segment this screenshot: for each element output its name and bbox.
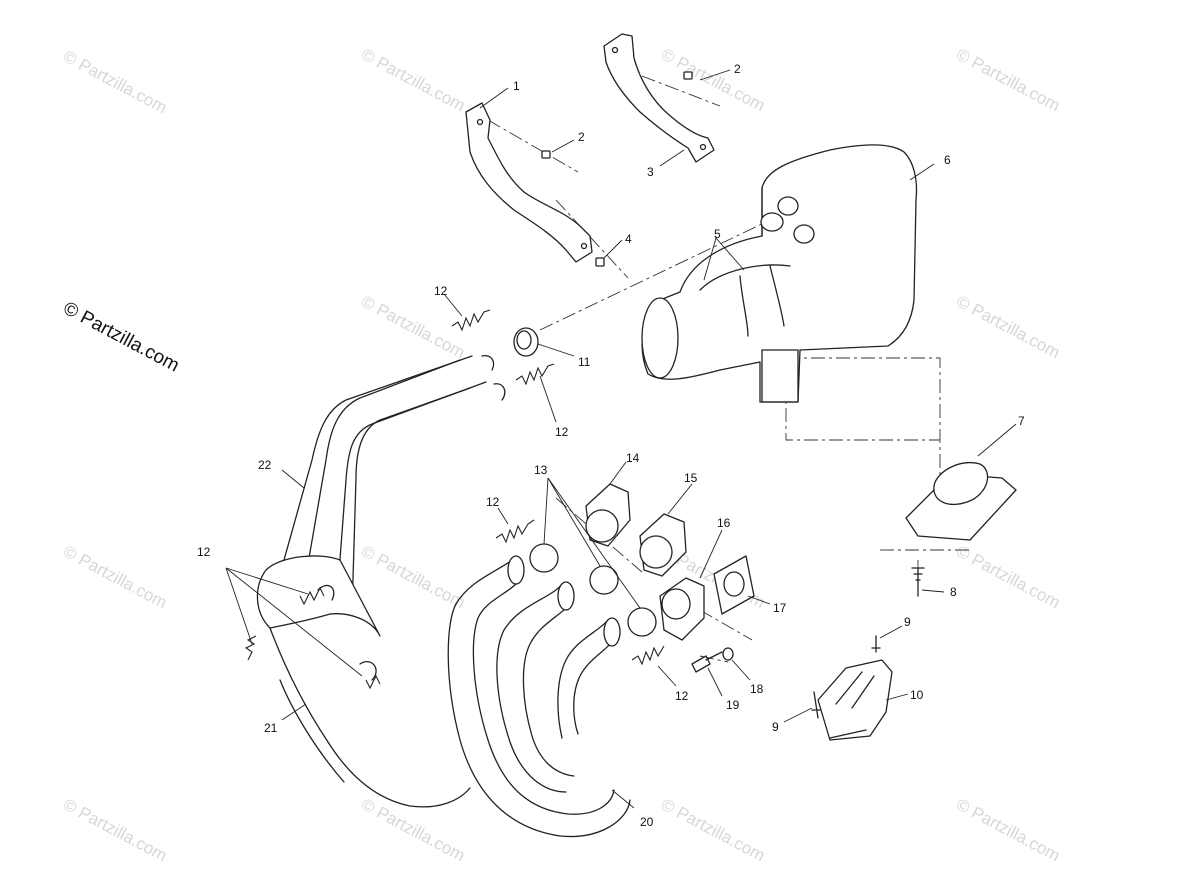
part-9-rivets: [811, 635, 881, 719]
watermark-tile: © Partzilla.com: [658, 795, 768, 866]
watermark-tile: © Partzilla.com: [953, 45, 1063, 116]
callout-12: 12: [555, 425, 569, 439]
part-11-clamp: [513, 327, 539, 357]
callout-15: 15: [684, 471, 698, 485]
watermark-tile: © Partzilla.com: [953, 292, 1063, 363]
callout-12: 12: [197, 545, 211, 559]
callout-12: 12: [486, 495, 500, 509]
part-2-screws: [541, 71, 693, 159]
callout-18: 18: [750, 682, 764, 696]
watermark-tile: © Partzilla.com: [60, 795, 170, 866]
callout-9: 9: [904, 615, 911, 629]
part-6-muffler: [641, 144, 918, 403]
part-21-expansion-chamber: [256, 555, 471, 808]
part-18-washer: [722, 647, 734, 661]
watermark-tile: © Partzilla.com: [358, 542, 468, 613]
callout-11: 11: [578, 355, 591, 369]
callout-8: 8: [950, 585, 957, 599]
callout-20: 20: [640, 815, 654, 829]
part-3-mounting-bracket: [603, 33, 715, 163]
callout-10: 10: [910, 688, 924, 702]
watermark-tile: © Partzilla.com: [358, 795, 468, 866]
watermark-tile: © Partzilla.com: [658, 45, 768, 116]
callout-16: 16: [717, 516, 731, 530]
part-14-flange: [585, 483, 631, 547]
callout-5: 5: [714, 227, 721, 241]
callout-6: 6: [944, 153, 951, 167]
callout-17: 17: [773, 601, 787, 615]
callout-7: 7: [1018, 414, 1025, 428]
callout-2: 2: [578, 130, 585, 144]
part-7-gasket: [905, 461, 1017, 541]
callout-14: 14: [626, 451, 640, 465]
part-17-gasket: [713, 555, 755, 615]
watermark-tile: © Partzilla.com: [60, 542, 170, 613]
callout-21: 21: [264, 721, 278, 735]
callout-2: 2: [734, 62, 741, 76]
callout-12: 12: [434, 284, 448, 298]
part-13-clamps: [529, 543, 657, 637]
watermark-tile: © Partzilla.com: [953, 795, 1063, 866]
watermark-tile: © Partzilla.com: [953, 542, 1063, 613]
part-1-mounting-bracket: [465, 102, 593, 263]
callout-labels: 1 2 2 3 4 5 6 7 8 9 9 10 11 12 12 12 12 …: [197, 62, 1025, 829]
part-10-bracket: [817, 659, 893, 741]
watermark-tile: © Partzilla.com: [358, 292, 468, 363]
callout-4: 4: [625, 232, 632, 246]
callout-13: 13: [534, 463, 548, 477]
part-19-bolt: [691, 651, 723, 673]
callout-12: 12: [675, 689, 689, 703]
part-16-flange: [659, 577, 705, 641]
callout-1: 1: [513, 79, 520, 93]
part-4-nut: [595, 257, 605, 267]
leader-lines: [225, 69, 1017, 809]
part-22-exhaust-pipe: [269, 355, 506, 613]
part-12-springs: [244, 309, 665, 690]
callout-3: 3: [647, 165, 654, 179]
callout-22: 22: [258, 458, 272, 472]
watermark-tile: © Partzilla.com: [60, 47, 170, 118]
callout-19: 19: [726, 698, 740, 712]
watermark-tile: © Partzilla.com: [358, 45, 468, 116]
watermark-main: © Partzilla.com: [60, 298, 183, 377]
part-20-header-pipes: [447, 555, 631, 838]
part-8-bolt: [911, 567, 925, 597]
part-15-flange: [639, 513, 687, 577]
callout-9: 9: [772, 720, 779, 734]
